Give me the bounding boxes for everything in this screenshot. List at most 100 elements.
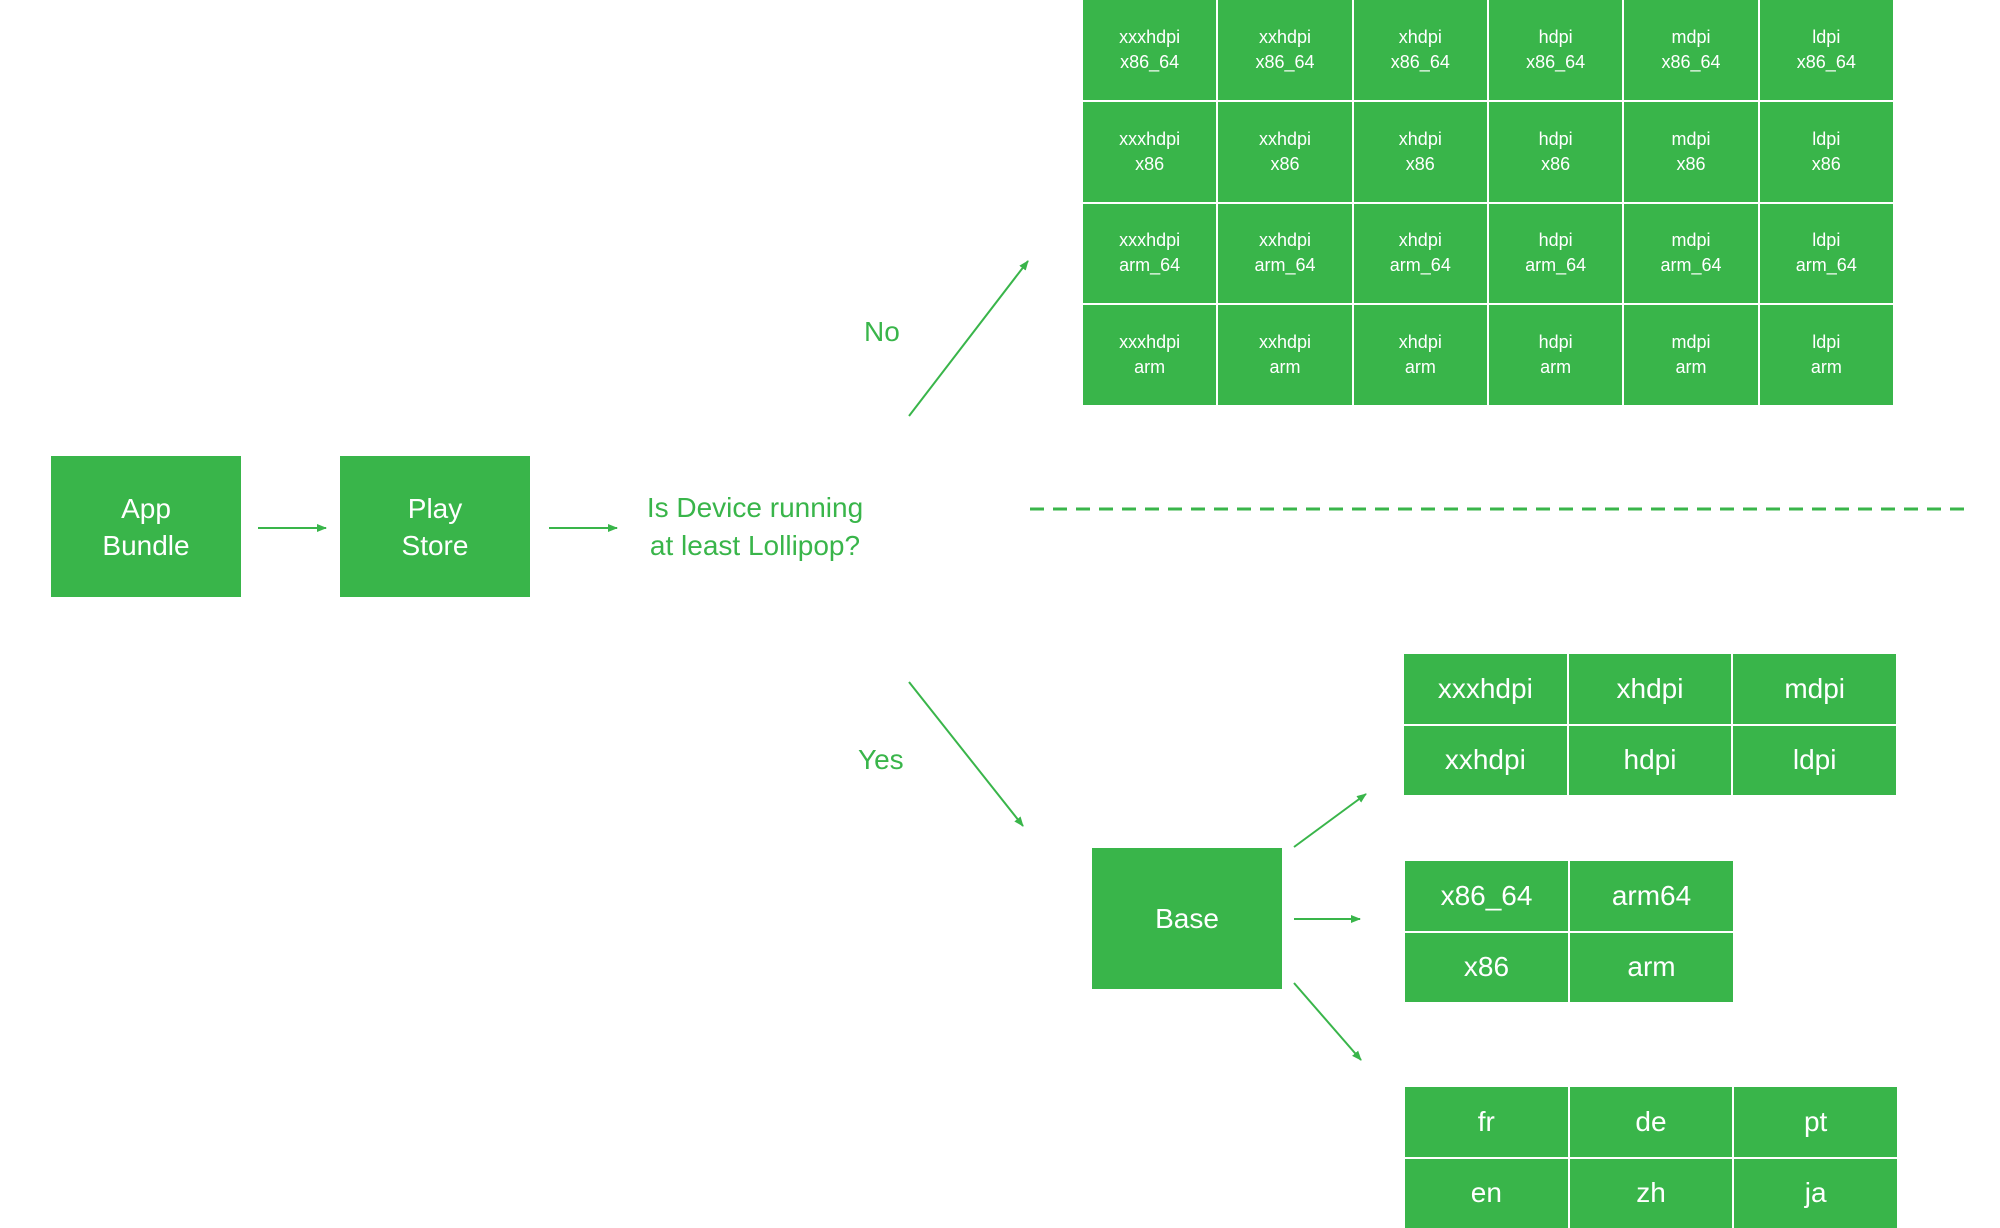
abi-label: x86 <box>1135 152 1164 177</box>
abi-label: arm_64 <box>1254 253 1315 278</box>
arrow-base-to-language <box>1294 983 1361 1060</box>
language-split-cell: ja <box>1734 1159 1897 1228</box>
density-label: hdpi <box>1539 25 1573 50</box>
branch-label-no: No <box>864 316 900 348</box>
abi-label: x86 <box>1406 152 1435 177</box>
density-label: xxxhdpi <box>1119 330 1180 355</box>
density-split-cell: mdpi <box>1733 654 1896 724</box>
density-label: hdpi <box>1539 228 1573 253</box>
density-split-cell: xxhdpi <box>1404 726 1567 796</box>
density-label: xxxhdpi <box>1119 228 1180 253</box>
language-split-cell: zh <box>1570 1159 1733 1228</box>
app-bundle-label-line1: App <box>102 490 189 527</box>
abi-label: x86 <box>1676 152 1705 177</box>
density-split-cell: ldpi <box>1733 726 1896 796</box>
language-split-cell: pt <box>1734 1087 1897 1157</box>
density-label: xhdpi <box>1399 228 1442 253</box>
abi-label: arm <box>1540 355 1571 380</box>
language-split-cell: fr <box>1405 1087 1568 1157</box>
abi-label: arm_64 <box>1660 253 1721 278</box>
abi-label: arm_64 <box>1796 253 1857 278</box>
language-split-cell: de <box>1570 1087 1733 1157</box>
base-label: Base <box>1155 900 1219 937</box>
base-box: Base <box>1092 848 1282 989</box>
abi-label: arm <box>1405 355 1436 380</box>
abi-split-cell: arm64 <box>1570 861 1733 931</box>
play-store-label-line1: Play <box>402 490 469 527</box>
density-split-cell: hdpi <box>1569 726 1732 796</box>
density-label: xxhdpi <box>1259 25 1311 50</box>
language-split-cell: en <box>1405 1159 1568 1228</box>
play-store-label-line2: Store <box>402 527 469 564</box>
abi-label: arm <box>1269 355 1300 380</box>
decision-question: Is Device running at least Lollipop? <box>630 489 880 565</box>
density-label: mdpi <box>1671 330 1710 355</box>
density-label: xxhdpi <box>1259 330 1311 355</box>
abi-label: arm_64 <box>1119 253 1180 278</box>
density-label: mdpi <box>1671 127 1710 152</box>
abi-label: x86 <box>1270 152 1299 177</box>
app-bundle-label-line2: Bundle <box>102 527 189 564</box>
abi-label: x86_64 <box>1120 50 1179 75</box>
density-label: xxhdpi <box>1259 127 1311 152</box>
density-label: ldpi <box>1812 25 1840 50</box>
abi-label: arm_64 <box>1390 253 1451 278</box>
density-label: xhdpi <box>1399 330 1442 355</box>
question-line2: at least Lollipop? <box>630 527 880 565</box>
question-line1: Is Device running <box>630 489 880 527</box>
density-label: xhdpi <box>1399 127 1442 152</box>
abi-label: x86_64 <box>1391 50 1450 75</box>
density-label: xhdpi <box>1399 25 1442 50</box>
density-label: hdpi <box>1539 127 1573 152</box>
branch-label-yes: Yes <box>858 744 904 776</box>
abi-label: x86_64 <box>1797 50 1856 75</box>
density-label: xxxhdpi <box>1119 127 1180 152</box>
abi-split-cell: x86 <box>1405 933 1568 1003</box>
abi-label: arm_64 <box>1525 253 1586 278</box>
density-label: mdpi <box>1671 228 1710 253</box>
abi-label: x86_64 <box>1526 50 1585 75</box>
density-split-cell: xhdpi <box>1569 654 1732 724</box>
abi-split-cell: arm <box>1570 933 1733 1003</box>
abi-label: arm <box>1134 355 1165 380</box>
density-label: hdpi <box>1539 330 1573 355</box>
abi-label: x86 <box>1541 152 1570 177</box>
density-split-cell: xxxhdpi <box>1404 654 1567 724</box>
arrow-no-branch <box>909 261 1028 416</box>
abi-split-cell: x86_64 <box>1405 861 1568 931</box>
play-store-box: Play Store <box>340 456 530 597</box>
density-label: xxhdpi <box>1259 228 1311 253</box>
abi-label: arm <box>1675 355 1706 380</box>
abi-label: x86_64 <box>1661 50 1720 75</box>
density-label: mdpi <box>1671 25 1710 50</box>
arrow-base-to-density <box>1294 794 1366 847</box>
abi-label: x86 <box>1812 152 1841 177</box>
density-label: ldpi <box>1812 228 1840 253</box>
density-label: ldpi <box>1812 127 1840 152</box>
